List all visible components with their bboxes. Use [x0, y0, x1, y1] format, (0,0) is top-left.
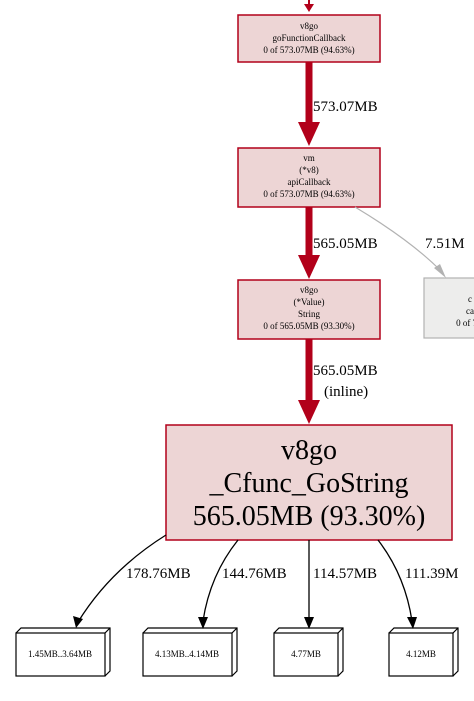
- leaf-label: 1.45MB..3.64MB: [28, 649, 92, 659]
- node-line: apiCallback: [288, 177, 331, 187]
- leaf-label: 4.77MB: [291, 649, 321, 659]
- edge-label: 144.76MB: [222, 566, 287, 582]
- leaf-node-1[interactable]: 1.45MB..3.64MB: [15, 627, 111, 677]
- node-go-function-callback[interactable]: v8go goFunctionCallback 0 of 573.07MB (9…: [237, 14, 381, 63]
- node-line: goFunctionCallback: [273, 33, 346, 43]
- node-line: ca: [466, 306, 474, 316]
- edge-label: 114.57MB: [313, 566, 377, 582]
- node-line: (*v8): [299, 165, 319, 175]
- node-cfunc-gostring[interactable]: v8go _Cfunc_GoString 565.05MB (93.30%): [165, 424, 453, 541]
- node-line: v8go: [281, 435, 337, 466]
- leaf-node-4[interactable]: 4.12MB: [388, 627, 459, 677]
- edge-api-to-string[interactable]: 565.05MB: [298, 207, 378, 279]
- node-line: _Cfunc_GoString: [208, 468, 408, 499]
- leaf-node-3[interactable]: 4.77MB: [273, 627, 344, 677]
- edge-api-to-side[interactable]: 7.51M: [354, 206, 465, 278]
- node-line: 0 of 565.05MB (93.30%): [263, 321, 354, 331]
- edge-label: 573.07MB: [313, 99, 378, 115]
- node-side[interactable]: c ca 0 of 7.5: [423, 277, 474, 339]
- node-value-string[interactable]: v8go (*Value) String 0 of 565.05MB (93.3…: [237, 279, 381, 340]
- leaf-node-2[interactable]: 4.13MB..4.14MB: [142, 627, 238, 677]
- node-line: 565.05MB (93.30%): [193, 501, 426, 532]
- edge-cfunc-to-leaf-4[interactable]: 111.39M: [377, 539, 458, 629]
- node-line: v8go: [300, 21, 319, 31]
- node-line: (*Value): [294, 297, 325, 307]
- edge-label: 565.05MB: [313, 236, 378, 252]
- node-line: c: [468, 294, 472, 304]
- node-line: 0 of 7.5: [456, 318, 474, 328]
- edge-label: 111.39M: [405, 566, 458, 582]
- edge-cfunc-to-leaf-1[interactable]: 178.76MB: [73, 534, 191, 628]
- incoming-edge: [304, 0, 314, 12]
- edge-label: 7.51M: [425, 236, 465, 252]
- edge-callback-to-api[interactable]: 573.07MB: [298, 62, 378, 146]
- edge-label: 565.05MB: [313, 363, 378, 379]
- edge-label: 178.76MB: [126, 566, 191, 582]
- node-line: vm: [303, 153, 315, 163]
- node-api-callback[interactable]: vm (*v8) apiCallback 0 of 573.07MB (94.6…: [237, 147, 381, 208]
- node-line: v8go: [300, 285, 319, 295]
- leaf-label: 4.13MB..4.14MB: [155, 649, 219, 659]
- node-line: String: [298, 309, 321, 319]
- node-line: 0 of 573.07MB (94.63%): [263, 45, 354, 55]
- edge-sublabel: (inline): [324, 384, 368, 400]
- leaf-label: 4.12MB: [406, 649, 436, 659]
- node-line: 0 of 573.07MB (94.63%): [263, 189, 354, 199]
- edge-string-to-cfunc[interactable]: 565.05MB (inline): [298, 339, 378, 424]
- edge-cfunc-to-leaf-3[interactable]: 114.57MB: [304, 540, 377, 629]
- edge-cfunc-to-leaf-2[interactable]: 144.76MB: [198, 539, 287, 629]
